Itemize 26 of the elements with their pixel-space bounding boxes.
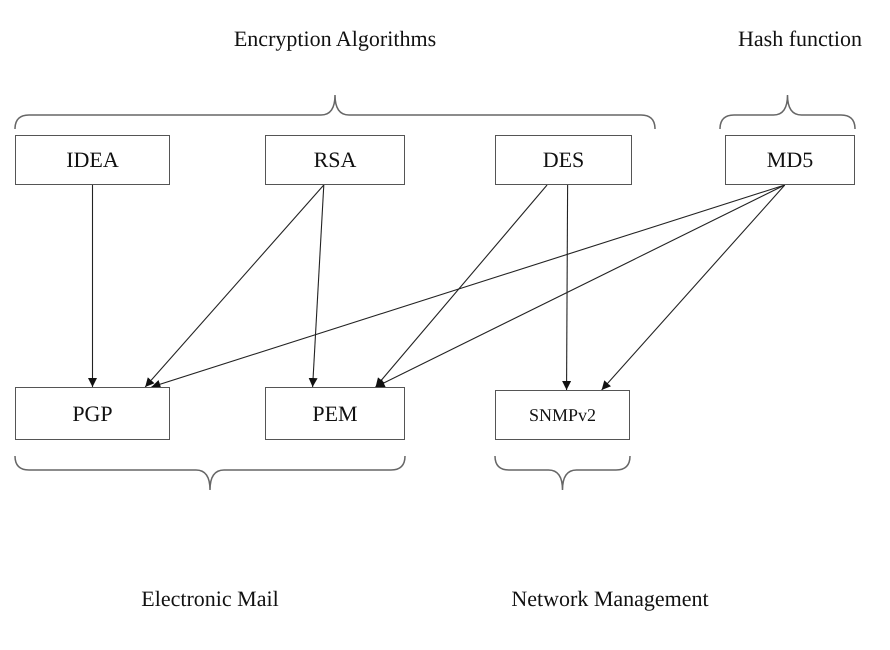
process-box — [725, 135, 855, 185]
arrow — [144, 184, 324, 388]
group-label: Network Management — [511, 586, 709, 612]
arrow — [88, 185, 97, 387]
box-label: IDEA — [66, 147, 119, 173]
arrow — [151, 184, 785, 389]
group-label: Encryption Algorithms — [234, 26, 436, 52]
box-label: DES — [542, 147, 584, 173]
arrow — [562, 185, 572, 390]
group-label: Hash function — [738, 26, 862, 52]
arrow — [375, 184, 786, 388]
box-label: MD5 — [766, 147, 814, 173]
box-label: SNMPv2 — [528, 404, 596, 426]
process-box — [15, 387, 170, 440]
process-box — [495, 390, 630, 440]
process-box — [15, 135, 170, 185]
process-box — [495, 135, 632, 185]
process-box — [265, 387, 405, 440]
process-box — [265, 135, 405, 185]
arrow — [601, 184, 786, 390]
box-label: PEM — [312, 400, 358, 426]
box-label: PGP — [72, 400, 113, 426]
group-label: Electronic Mail — [141, 586, 279, 612]
box-label: RSA — [314, 147, 356, 173]
arrow — [308, 184, 324, 388]
arrow — [375, 184, 548, 388]
